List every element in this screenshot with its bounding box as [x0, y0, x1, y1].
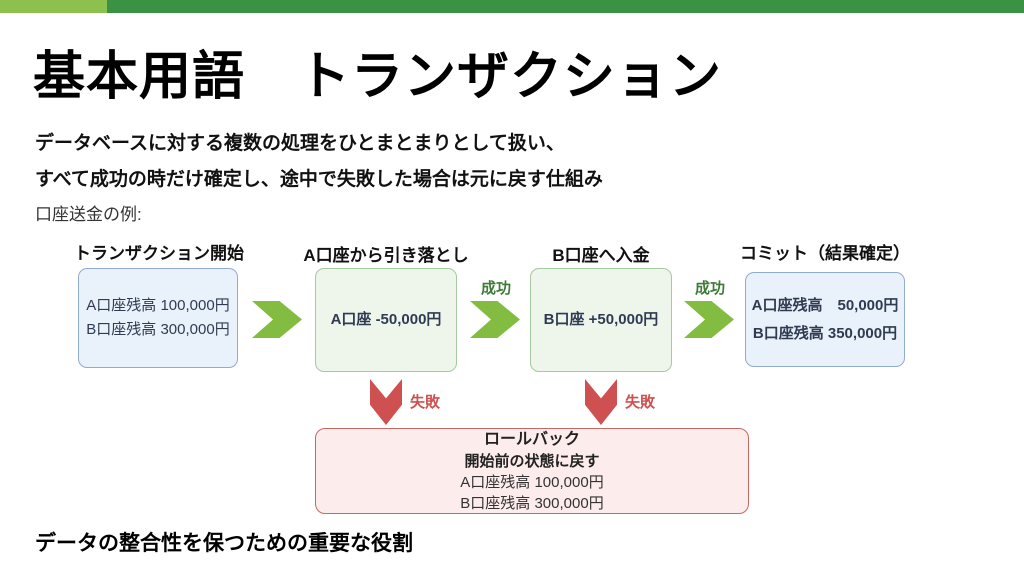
account-a-balance-text: A口座残高 100,000円	[86, 297, 230, 314]
fail-arrow-icon	[370, 379, 402, 425]
success-label: 成功	[694, 280, 726, 297]
fail-arrow-icon	[585, 379, 617, 425]
flow-arrow-icon	[252, 301, 302, 338]
rollback-title: ロールバック	[483, 430, 580, 448]
commit-box: A口座残高 50,000円 B口座残高 350,000円	[745, 272, 905, 367]
commit-account-a-text: A口座残高 50,000円	[751, 296, 899, 314]
step-label-transaction-start: トランザクション開始	[74, 244, 244, 263]
accent-bar-light-segment	[0, 0, 107, 13]
example-label: 口座送金の例:	[35, 205, 142, 224]
fail-label: 失敗	[410, 394, 441, 411]
withdraw-amount-text: A口座 -50,000円	[330, 311, 442, 328]
deposit-amount-text: B口座 +50,000円	[543, 311, 659, 328]
step-label-deposit-b: B口座へ入金	[552, 246, 650, 265]
description-line-2: すべて成功の時だけ確定し、途中で失敗した場合は元に戻す仕組み	[35, 169, 603, 190]
description-line-1: データベースに対する複数の処理をひとまとまりとして扱い、	[35, 133, 565, 154]
rollback-account-a-text: A口座残高 100,000円	[460, 473, 604, 491]
account-b-balance-text: B口座残高 300,000円	[86, 321, 230, 338]
deposit-b-box: B口座 +50,000円	[530, 268, 672, 372]
rollback-account-b-text: B口座残高 300,000円	[460, 494, 604, 512]
step-label-commit: コミット（結果確定）	[740, 244, 910, 263]
withdraw-a-box: A口座 -50,000円	[315, 268, 457, 372]
accent-bar-dark-segment	[107, 0, 1024, 13]
rollback-box: ロールバック 開始前の状態に戻す A口座残高 100,000円 B口座残高 30…	[315, 428, 749, 514]
slide-title: 基本用語 トランザクション	[33, 48, 723, 106]
rollback-subtitle: 開始前の状態に戻す	[464, 452, 600, 470]
step-label-withdraw-a: A口座から引き落とし	[303, 246, 469, 265]
flow-arrow-icon	[470, 301, 520, 338]
footer-text: データの整合性を保つための重要な役割	[35, 532, 413, 555]
transaction-start-box: A口座残高 100,000円 B口座残高 300,000円	[78, 268, 238, 368]
flow-arrow-icon	[684, 301, 734, 338]
top-accent-bar	[0, 0, 1024, 13]
commit-account-b-text: B口座残高 350,000円	[752, 324, 898, 342]
fail-label: 失敗	[625, 394, 656, 411]
success-label: 成功	[480, 280, 512, 297]
